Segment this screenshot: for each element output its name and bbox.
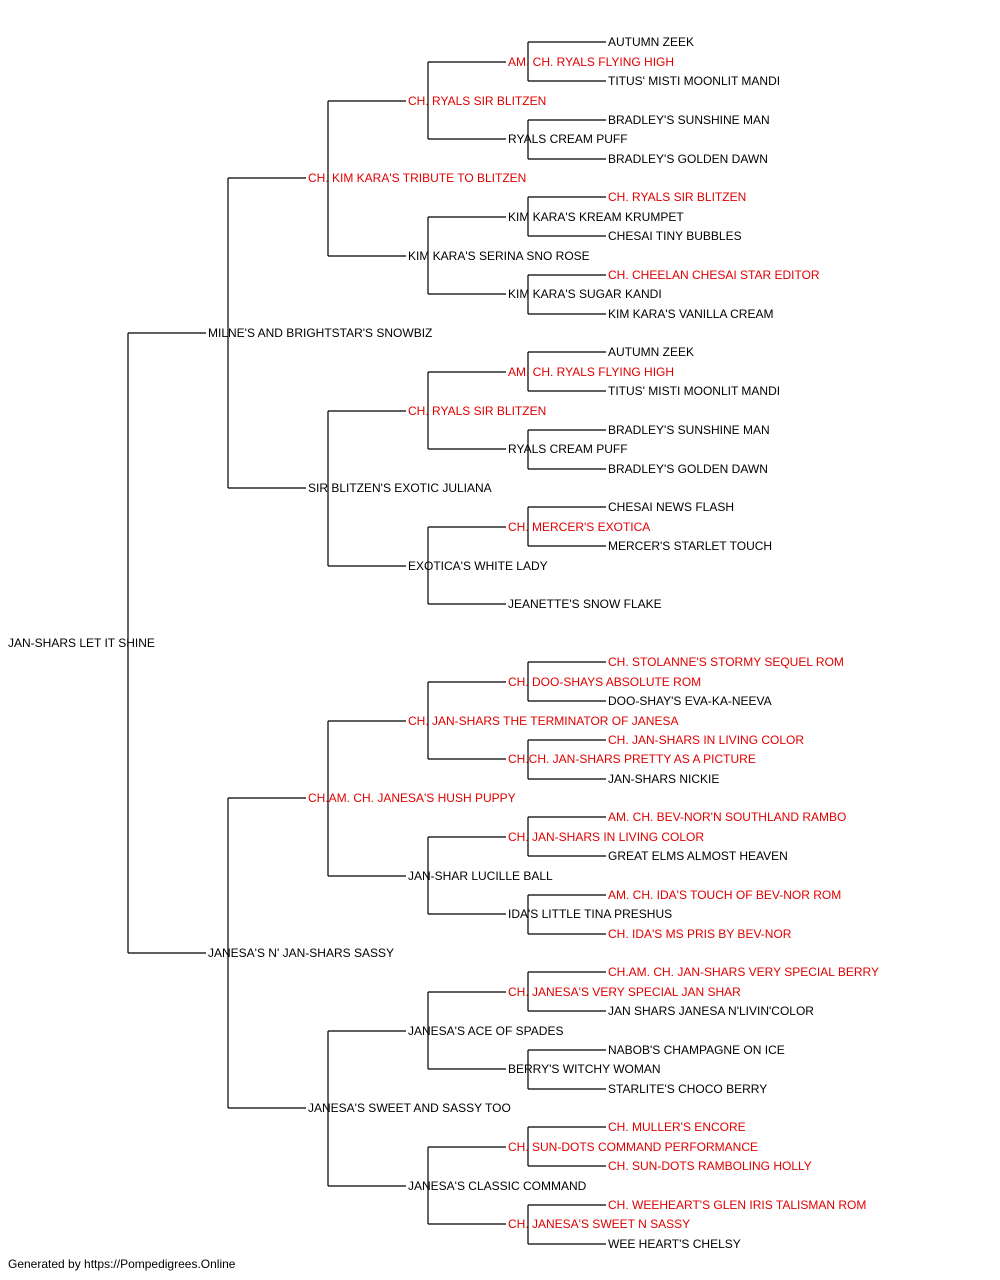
dog-name-sire-sire-sire-dam-sire: BRADLEY'S SUNSHINE MAN (608, 113, 770, 127)
dog-name-sire-dam-sire-sire: AM. CH. RYALS FLYING HIGH (508, 365, 674, 379)
dog-name-sire-dam-dam-dam: JEANETTE'S SNOW FLAKE (508, 597, 662, 611)
dog-name-sire-sire-sire: CH. RYALS SIR BLITZEN (408, 94, 546, 108)
dog-name-sire-sire-sire-sire: AM. CH. RYALS FLYING HIGH (508, 55, 674, 69)
dog-name-dam-dam-dam-dam: CH. JANESA'S SWEET N SASSY (508, 1217, 690, 1231)
dog-name-dam-sire-dam-dam-sire: AM. CH. IDA'S TOUCH OF BEV-NOR ROM (608, 888, 841, 902)
dog-name-dam-sire-dam-sire-dam: GREAT ELMS ALMOST HEAVEN (608, 849, 788, 863)
dog-name-sire-dam-dam: EXOTICA'S WHITE LADY (408, 559, 548, 573)
dog-name-dam-dam-dam-sire-sire: CH. MULLER'S ENCORE (608, 1120, 746, 1134)
dog-name-sire-dam-sire-dam-sire: BRADLEY'S SUNSHINE MAN (608, 423, 770, 437)
dog-name-dam-sire-sire-sire: CH. DOO-SHAYS ABSOLUTE ROM (508, 675, 701, 689)
dog-name-dam-sire-dam-sire-sire: AM. CH. BEV-NOR'N SOUTHLAND RAMBO (608, 810, 846, 824)
dog-name-dam-dam-sire-sire-dam: JAN SHARS JANESA N'LIVIN'COLOR (608, 1004, 814, 1018)
dog-name-dam-dam-dam-sire: CH. SUN-DOTS COMMAND PERFORMANCE (508, 1140, 758, 1154)
dog-name-dam-sire-sire-dam-sire: CH. JAN-SHARS IN LIVING COLOR (608, 733, 804, 747)
dog-name-root: JAN-SHARS LET IT SHINE (8, 636, 155, 650)
dog-name-dam-sire-dam: JAN-SHAR LUCILLE BALL (408, 869, 553, 883)
dog-name-dam-dam-sire-sire: CH. JANESA'S VERY SPECIAL JAN SHAR (508, 985, 741, 999)
dog-name-sire-sire-dam-sire-sire: CH. RYALS SIR BLITZEN (608, 190, 746, 204)
dog-name-dam-sire-sire-sire-sire: CH. STOLANNE'S STORMY SEQUEL ROM (608, 655, 844, 669)
dog-name-sire-sire-dam: KIM KARA'S SERINA SNO ROSE (408, 249, 590, 263)
dog-name-sire-sire-sire-dam-dam: BRADLEY'S GOLDEN DAWN (608, 152, 768, 166)
dog-name-sire-dam: SIR BLITZEN'S EXOTIC JULIANA (308, 481, 492, 495)
dog-name-dam-sire: CH.AM. CH. JANESA'S HUSH PUPPY (308, 791, 516, 805)
generated-by-footer: Generated by https://Pompedigrees.Online (8, 1257, 236, 1271)
dog-name-dam-dam-dam-sire-dam: CH. SUN-DOTS RAMBOLING HOLLY (608, 1159, 812, 1173)
dog-name-dam-dam-sire-dam-dam: STARLITE'S CHOCO BERRY (608, 1082, 767, 1096)
dog-name-sire-sire: CH. KIM KARA'S TRIBUTE TO BLITZEN (308, 171, 526, 185)
dog-name-sire-sire-sire-sire-dam: TITUS' MISTI MOONLIT MANDI (608, 74, 780, 88)
dog-name-dam-dam-sire-dam-sire: NABOB'S CHAMPAGNE ON ICE (608, 1043, 785, 1057)
dog-name-dam-sire-sire-sire-dam: DOO-SHAY'S EVA-KA-NEEVA (608, 694, 772, 708)
dog-name-sire-dam-sire-sire-dam: TITUS' MISTI MOONLIT MANDI (608, 384, 780, 398)
dog-name-dam-sire-dam-dam: IDA'S LITTLE TINA PRESHUS (508, 907, 672, 921)
dog-name-dam-dam-dam-dam-dam: WEE HEART'S CHELSY (608, 1237, 741, 1250)
dog-name-sire-dam-sire-dam: RYALS CREAM PUFF (508, 442, 628, 456)
dog-name-sire-dam-sire-dam-dam: BRADLEY'S GOLDEN DAWN (608, 462, 768, 476)
dog-name-sire-sire-sire-sire-sire: AUTUMN ZEEK (608, 35, 694, 49)
dog-name-sire: MILNE'S AND BRIGHTSTAR'S SNOWBIZ (208, 326, 432, 340)
dog-name-sire-sire-dam-dam-dam: KIM KARA'S VANILLA CREAM (608, 307, 773, 321)
dog-name-dam-sire-dam-dam-dam: CH. IDA'S MS PRIS BY BEV-NOR (608, 927, 792, 941)
dog-name-dam-sire-sire-dam-dam: JAN-SHARS NICKIE (608, 772, 719, 786)
dog-name-sire-dam-sire-sire-sire: AUTUMN ZEEK (608, 345, 694, 359)
dog-name-dam-sire-sire: CH. JAN-SHARS THE TERMINATOR OF JANESA (408, 714, 678, 728)
dog-name-dam-dam-dam: JANESA'S CLASSIC COMMAND (408, 1179, 587, 1193)
dog-name-dam-dam: JANESA'S SWEET AND SASSY TOO (308, 1101, 511, 1115)
dog-name-sire-sire-dam-dam-sire: CH. CHEELAN CHESAI STAR EDITOR (608, 268, 820, 282)
dog-name-dam-dam-sire: JANESA'S ACE OF SPADES (408, 1024, 563, 1038)
dog-name-sire-dam-sire: CH. RYALS SIR BLITZEN (408, 404, 546, 418)
dog-name-dam-dam-sire-dam: BERRY'S WITCHY WOMAN (508, 1062, 661, 1076)
dog-name-dam-sire-dam-sire: CH. JAN-SHARS IN LIVING COLOR (508, 830, 704, 844)
dog-name-dam-sire-sire-dam: CH.CH. JAN-SHARS PRETTY AS A PICTURE (508, 752, 756, 766)
pedigree-tree: JAN-SHARS LET IT SHINE MILNE'S AND BRIGHT… (8, 35, 879, 1250)
dog-name-sire-sire-sire-dam: RYALS CREAM PUFF (508, 132, 628, 146)
dog-name-sire-sire-dam-sire-dam: CHESAI TINY BUBBLES (608, 229, 742, 243)
dog-name-dam-dam-dam-dam-sire: CH. WEEHEART'S GLEN IRIS TALISMAN ROM (608, 1198, 866, 1212)
dog-name-sire-dam-dam-sire-dam: MERCER'S STARLET TOUCH (608, 539, 772, 553)
dog-name-dam: JANESA'S N' JAN-SHARS SASSY (208, 946, 394, 960)
dog-name-dam-dam-sire-sire-sire: CH.AM. CH. JAN-SHARS VERY SPECIAL BERRY (608, 965, 879, 979)
dog-name-sire-dam-dam-sire-sire: CHESAI NEWS FLASH (608, 500, 734, 514)
dog-name-sire-sire-dam-dam: KIM KARA'S SUGAR KANDI (508, 287, 662, 301)
dog-name-sire-sire-dam-sire: KIM KARA'S KREAM KRUMPET (508, 210, 684, 224)
dog-name-sire-dam-dam-sire: CH. MERCER'S EXOTICA (508, 520, 650, 534)
